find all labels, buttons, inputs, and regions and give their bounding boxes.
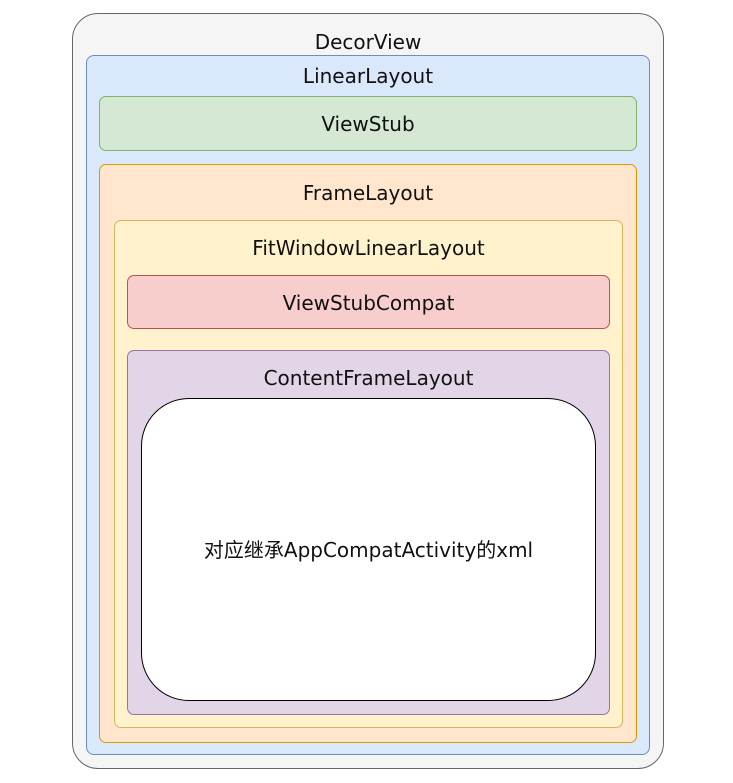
frame-layout-label: FrameLayout xyxy=(302,181,434,205)
view-stub-box: ViewStub xyxy=(99,96,637,151)
view-stub-label: ViewStub xyxy=(321,112,415,136)
fit-window-linear-layout-label: FitWindowLinearLayout xyxy=(252,236,485,260)
linear-layout-label: LinearLayout xyxy=(302,64,434,88)
view-stub-compat-box: ViewStubCompat xyxy=(127,275,610,329)
activity-xml-content-label: 对应继承AppCompatActivity的xml xyxy=(203,537,534,562)
decor-view-label: DecorView xyxy=(314,30,422,54)
activity-xml-content-box: 对应继承AppCompatActivity的xml xyxy=(141,398,596,701)
content-frame-layout-label: ContentFrameLayout xyxy=(263,366,474,390)
view-stub-compat-label: ViewStubCompat xyxy=(282,291,455,315)
